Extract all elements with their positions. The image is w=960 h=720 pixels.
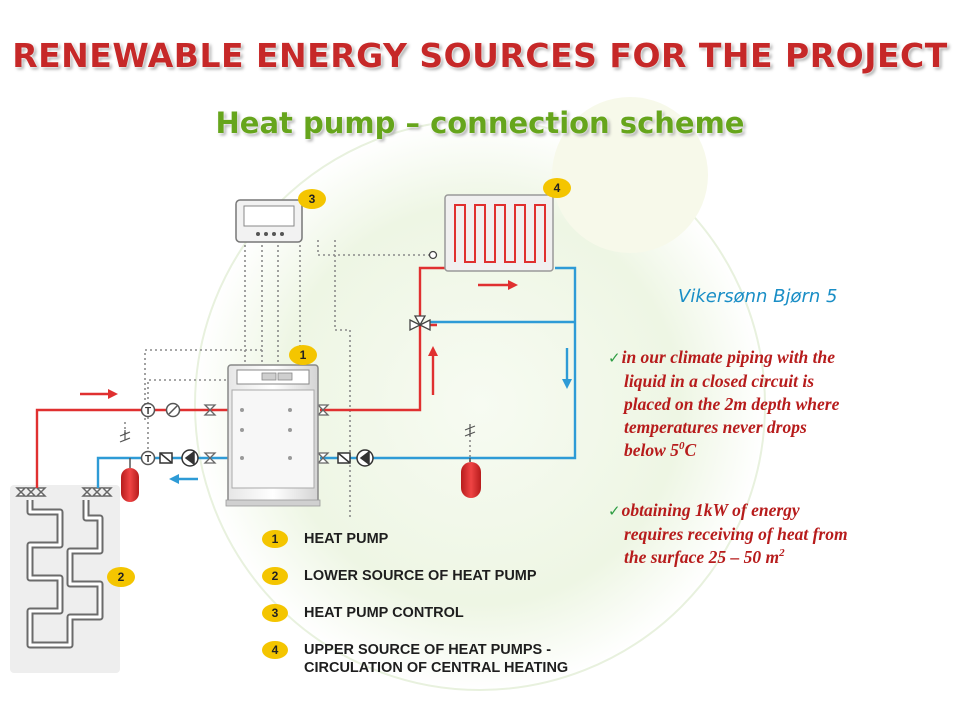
legend-label-line-1: UPPER SOURCE OF HEAT PUMPS -	[304, 642, 552, 658]
circulation-pumps	[159, 449, 374, 467]
note-1-degree: 0	[678, 440, 685, 453]
energy-note: ✓obtaining 1kW of energy requires receiv…	[608, 499, 953, 569]
valves	[203, 404, 330, 464]
heating-radiator	[444, 194, 554, 272]
temperature-sensors: T T	[140, 402, 156, 466]
note-1-line-2: liquid in a closed circuit is	[624, 371, 815, 391]
note-1-line-5: below 50C	[608, 439, 948, 462]
flow-arrows	[80, 280, 572, 484]
legend-number: 4	[262, 641, 288, 659]
heat-pump-controller	[235, 199, 303, 243]
legend-number: 2	[262, 567, 288, 585]
page-title: RENEWABLE ENERGY SOURCES FOR THE PROJECT	[12, 36, 948, 75]
legend-label: HEAT PUMP	[304, 531, 389, 547]
note-2-exponent: 2	[779, 547, 785, 560]
legend-item-heat-pump: 1 HEAT PUMP	[262, 530, 388, 548]
heat-pump-unit	[225, 364, 321, 507]
location-label: Vikersønn Bjørn 5	[678, 286, 838, 307]
badge-heat-pump: 1	[300, 348, 307, 362]
check-icon: ✓	[608, 349, 621, 367]
note-1-line-5-text: below 5	[624, 440, 679, 460]
expansion-tanks	[119, 424, 481, 502]
sensor-label-supply: T	[145, 406, 151, 417]
legend-number: 1	[262, 530, 288, 548]
legend-label: UPPER SOURCE OF HEAT PUMPS - CIRCULATION …	[304, 641, 568, 677]
note-1-unit: C	[684, 440, 697, 460]
legend-item-control: 3 HEAT PUMP CONTROL	[262, 604, 464, 622]
badge-upper-source: 4	[554, 181, 561, 195]
note-1-line-4: temperatures never drops	[624, 417, 807, 437]
legend-label-line-2: CIRCULATION OF CENTRAL HEATING	[304, 660, 569, 676]
ground-collector	[10, 485, 120, 673]
pressure-gauge	[165, 402, 181, 418]
climate-note: ✓in our climate piping with the liquid i…	[608, 346, 948, 462]
sensor-label-return: T	[145, 454, 151, 465]
legend-item-upper-source: 4 UPPER SOURCE OF HEAT PUMPS - CIRCULATIO…	[262, 641, 568, 677]
note-2-line-2: requires receiving of heat from	[624, 524, 848, 544]
page-subtitle: Heat pump – connection scheme	[215, 106, 745, 140]
note-1-line-1: in our climate piping with the	[621, 347, 836, 367]
note-2-line-1: obtaining 1kW of energy	[621, 500, 800, 520]
background-watermark	[194, 97, 766, 691]
note-2-line-3-text: the surface 25 – 50 m	[624, 547, 780, 567]
note-1-line-3: placed on the 2m depth where	[624, 394, 840, 414]
legend-label: HEAT PUMP CONTROL	[304, 605, 464, 621]
three-way-valve	[409, 250, 438, 332]
note-2-line-3: the surface 25 – 50 m2	[608, 546, 953, 569]
legend-item-lower-source: 2 LOWER SOURCE OF HEAT PUMP	[262, 567, 537, 585]
check-icon: ✓	[608, 502, 621, 520]
legend-label: LOWER SOURCE OF HEAT PUMP	[304, 568, 537, 584]
legend-number: 3	[262, 604, 288, 622]
badge-lower-source: 2	[118, 570, 125, 584]
diagram-badges: 1 2 3 4	[107, 178, 571, 587]
badge-control: 3	[309, 192, 316, 206]
